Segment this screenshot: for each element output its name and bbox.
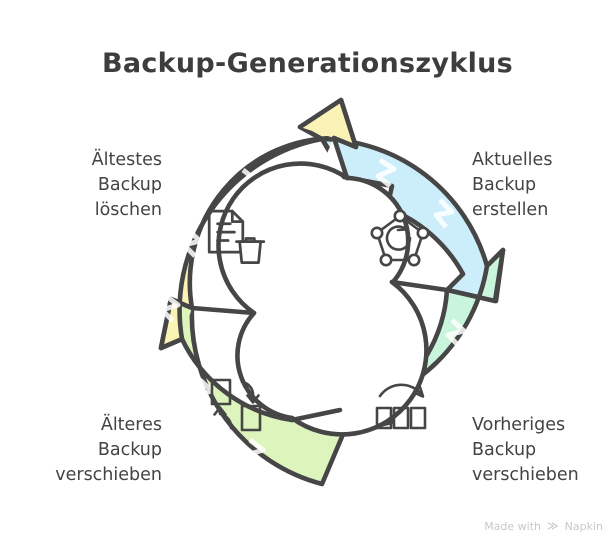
- cycle-label-bottom-right: Vorheriges Backup verschieben: [472, 415, 579, 485]
- shift-boxes-icon: [375, 383, 427, 430]
- swap-documents-icon: [210, 378, 262, 432]
- core-arc-3: [189, 305, 295, 421]
- watermark-prefix: Made with: [484, 520, 542, 533]
- page-title: Backup-Generationszyklus: [101, 48, 514, 79]
- delete-document-icon: [207, 209, 266, 264]
- cycle-label-top-right: Aktuelles Backup erstellen: [472, 150, 553, 220]
- core-arc-2: [289, 279, 429, 437]
- network-refresh-icon: [370, 209, 430, 267]
- segment-bottom-left-highlight: [179, 378, 266, 468]
- cycle-label-bottom-left: Älteres Backup verschieben: [55, 415, 162, 485]
- napkin-logo-icon: ≫: [547, 519, 559, 534]
- cycle-label-top-left: Ältestes Backup löschen: [91, 150, 162, 220]
- core-arc-4: [216, 135, 350, 316]
- napkin-watermark: Made with ≫ Napkin: [484, 520, 603, 533]
- segment-bottom-right-highlight: [365, 318, 467, 465]
- segment-top-left-tip: [297, 97, 359, 150]
- cycle-segment-top-left[interactable]: [158, 97, 359, 351]
- watermark-brand: Napkin: [564, 520, 603, 533]
